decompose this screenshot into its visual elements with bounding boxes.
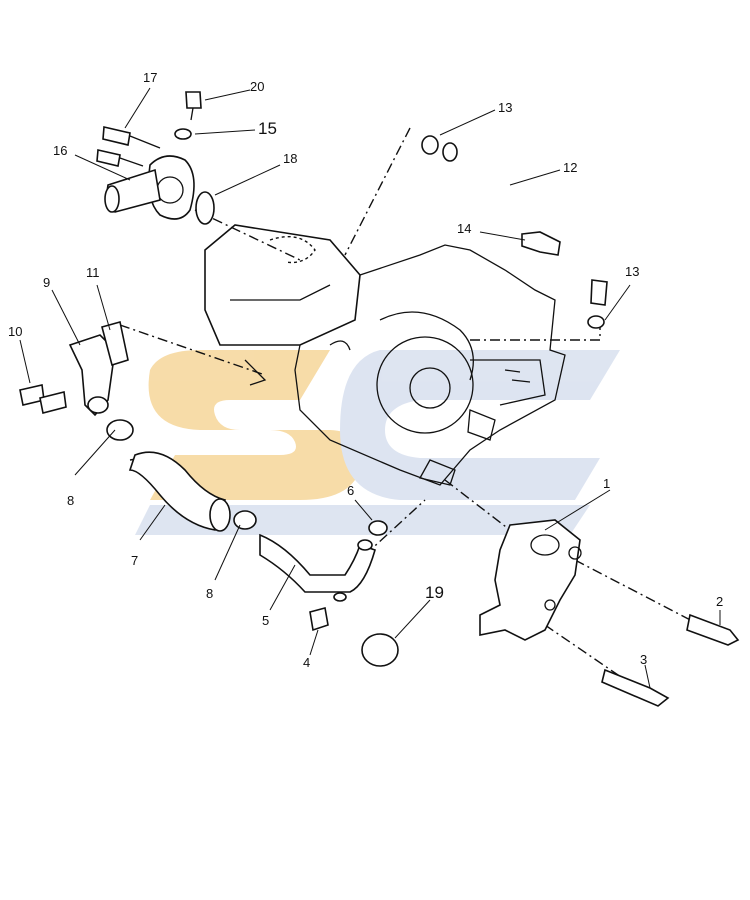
callout-13a: 13: [498, 100, 512, 115]
leader-lines: [19, 87, 721, 689]
callout-13b: 13: [625, 264, 639, 279]
callout-17: 17: [143, 70, 157, 85]
callout-11: 11: [86, 265, 100, 280]
callout-16: 16: [53, 143, 67, 158]
upper-pipe-group: [421, 135, 608, 329]
callout-labels: 1 2 3 4 5 6 7 8 8 9 10 11 12 13 13 14 15…: [8, 70, 723, 670]
callout-18: 18: [283, 151, 297, 166]
hose-pipe-group: [106, 419, 388, 632]
callout-4: 4: [303, 655, 310, 670]
callout-1: 1: [603, 476, 610, 491]
thermostat-housing-group: [96, 91, 215, 225]
callout-2: 2: [716, 594, 723, 609]
callout-15: 15: [258, 119, 277, 138]
outlet-elbow-group: [19, 321, 129, 417]
callout-5: 5: [262, 613, 269, 628]
callout-8a: 8: [67, 493, 74, 508]
callout-8b: 8: [206, 586, 213, 601]
callout-10: 10: [8, 324, 22, 339]
callout-20: 20: [250, 79, 264, 94]
callout-12: 12: [563, 160, 577, 175]
callout-3: 3: [640, 652, 647, 667]
water-pump-group: [361, 519, 740, 707]
callout-7: 7: [131, 553, 138, 568]
callout-14: 14: [457, 221, 471, 236]
callout-19: 19: [425, 583, 444, 602]
callout-9: 9: [43, 275, 50, 290]
callout-6: 6: [347, 483, 354, 498]
engine-block: [204, 224, 566, 486]
